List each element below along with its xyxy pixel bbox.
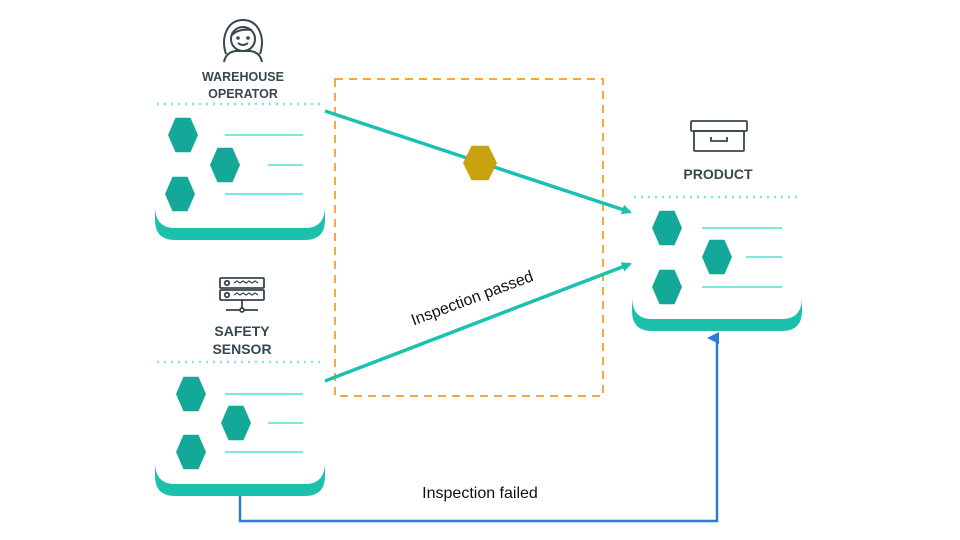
edge-sensor-to-product-failed [238, 332, 719, 523]
hexagon-icon [165, 176, 195, 212]
hexagon-icon [210, 147, 240, 183]
box-icon [690, 120, 748, 152]
hexagon-icon [176, 376, 206, 412]
gold-hexagon-token [463, 145, 497, 181]
safety-sensor-label-line2: SENSOR [212, 341, 271, 357]
hexagon-icon [652, 269, 682, 305]
hexagon-icon [221, 405, 251, 441]
hexagon-icon [652, 210, 682, 246]
hexagon-icon [168, 117, 198, 153]
product-card[interactable]: PRODUCT [632, 120, 802, 331]
safety-sensor-card[interactable]: SAFETY SENSOR [155, 277, 325, 496]
dashed-boundary [334, 78, 604, 397]
server-icon [219, 277, 265, 313]
hexagon-icon [176, 434, 206, 470]
product-label: PRODUCT [683, 166, 753, 182]
edge-sensor-to-product [324, 262, 632, 383]
warehouse-operator-label-line1: WAREHOUSE [202, 70, 284, 84]
warehouse-operator-card[interactable]: WAREHOUSE OPERATOR [155, 18, 325, 240]
warehouse-operator-label-line2: OPERATOR [208, 87, 278, 101]
person-icon [223, 18, 263, 63]
inspection-failed-label: Inspection failed [422, 485, 538, 502]
safety-sensor-label-line1: SAFETY [214, 323, 270, 339]
inspection-passed-label: Inspection passed [409, 268, 536, 329]
hexagon-icon [702, 239, 732, 275]
